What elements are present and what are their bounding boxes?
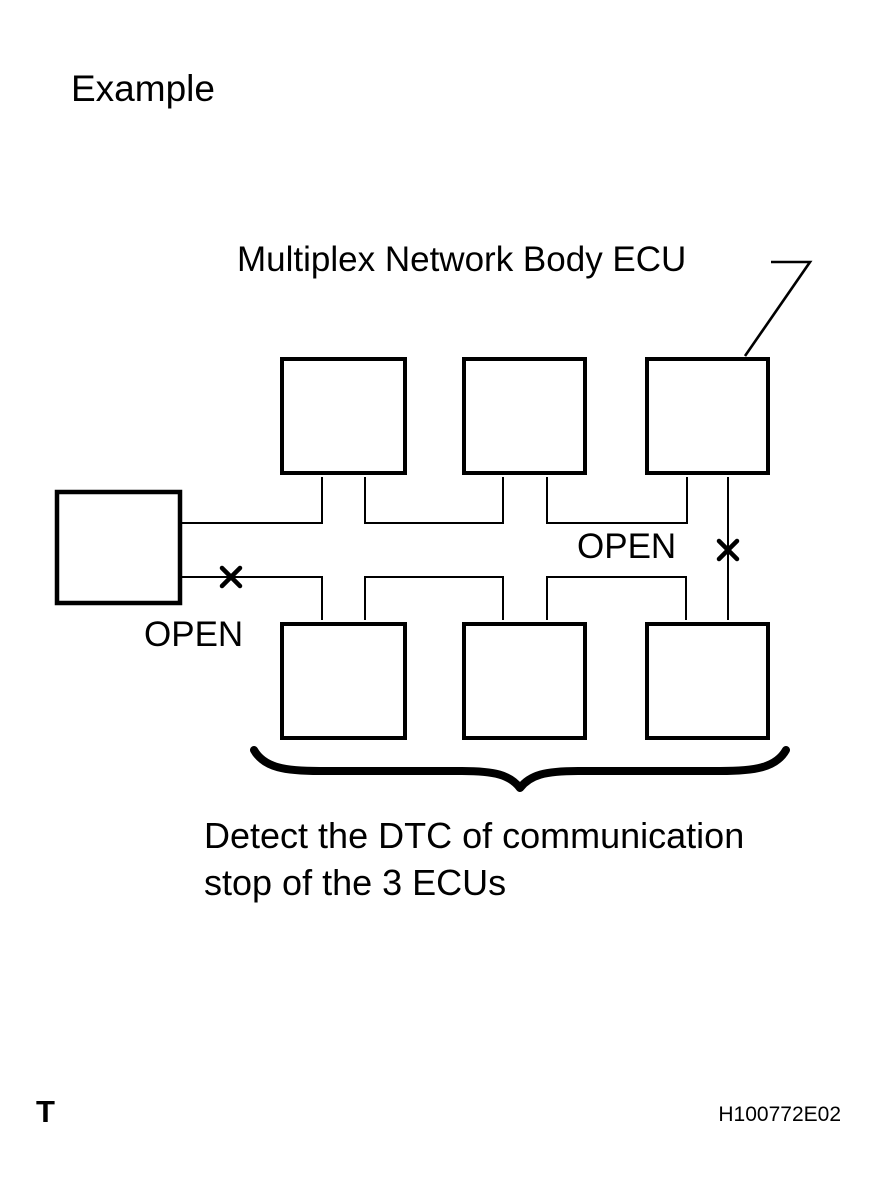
ecu-box-bottom-1 (280, 622, 407, 740)
break-x-icon-left (219, 565, 243, 589)
caption-line-1: Detect the DTC of communication (204, 815, 745, 856)
break-x-icon-right (716, 538, 740, 562)
open-label-right: OPEN (577, 527, 677, 566)
open-label-left: OPEN (144, 615, 244, 654)
underbrace (250, 746, 790, 792)
ecu-box-bottom-3 (645, 622, 770, 740)
page-title: Example (71, 68, 215, 109)
ecu-box-bottom-2 (462, 622, 587, 740)
ecu-box-left (54, 489, 183, 606)
ecu-box-top-2 (462, 357, 587, 475)
caption: Detect the DTC of communication stop of … (204, 812, 744, 906)
figure-code: H100772E02 (718, 1103, 841, 1126)
upper-bus-line (182, 477, 688, 524)
figure-letter: T (36, 1094, 55, 1129)
ecu-box-top-3-multiplex-body-ecu (645, 357, 770, 475)
lower-bus-line (182, 576, 687, 620)
caption-line-2: stop of the 3 ECUs (204, 862, 507, 903)
ecu-box-top-1 (280, 357, 407, 475)
multiplex-network-body-ecu-label: Multiplex Network Body ECU (237, 240, 687, 279)
leader-line (743, 260, 813, 357)
